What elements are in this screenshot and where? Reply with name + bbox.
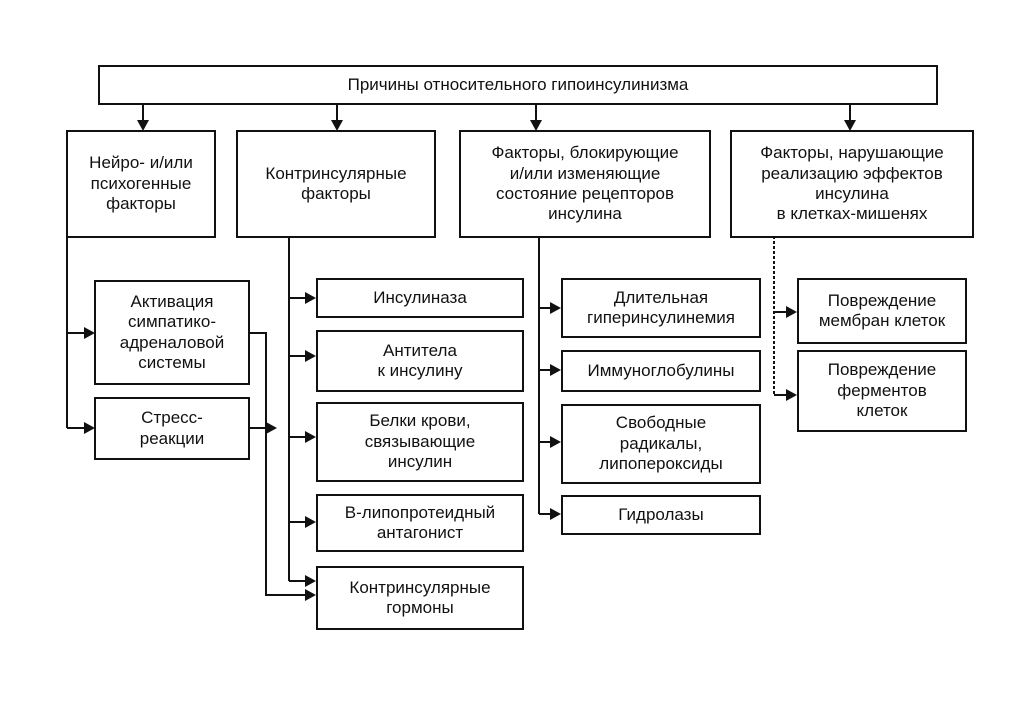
contra-item-lipoprotein-antagonist: В-липопротеидный антагонист <box>316 494 524 552</box>
category-label: Нейро- и/или психогенные факторы <box>89 153 193 214</box>
receptor-item-free-radicals: Свободные радикалы, липопероксиды <box>561 404 761 484</box>
root-cause-box: Причины относительного гипоинсулинизма <box>98 65 938 105</box>
category-label: Факторы, нарушающие реализацию эффектов … <box>760 143 944 224</box>
item-label: Свободные радикалы, липопероксиды <box>599 413 723 474</box>
item-label: Повреждение ферментов клеток <box>827 360 937 421</box>
contra-item-blood-proteins: Белки крови, связывающие инсулин <box>316 402 524 482</box>
category-label: Контринсулярные факторы <box>265 163 407 203</box>
item-label: Инсулиназа <box>373 287 467 307</box>
category-contrinsular: Контринсулярные факторы <box>236 130 436 238</box>
neuro-item-stress: Стресс- реакции <box>94 397 250 460</box>
category-receptor-blocking: Факторы, блокирующие и/или изменяющие со… <box>459 130 711 238</box>
receptor-item-hydrolases: Гидролазы <box>561 495 761 535</box>
item-label: Белки крови, связывающие инсулин <box>364 411 476 472</box>
item-label: Повреждение мембран клеток <box>818 290 946 330</box>
contra-item-insulinase: Инсулиназа <box>316 278 524 318</box>
category-neuro-psychogenic: Нейро- и/или психогенные факторы <box>66 130 216 238</box>
target-item-enzyme-damage: Повреждение ферментов клеток <box>797 350 967 432</box>
item-label: В-липопротеидный антагонист <box>344 502 496 542</box>
target-item-membrane-damage: Повреждение мембран клеток <box>797 278 967 344</box>
item-label: Гидролазы <box>618 504 704 524</box>
receptor-item-immunoglobulins: Иммуноглобулины <box>561 350 761 392</box>
item-label: Стресс- реакции <box>139 408 205 448</box>
contra-item-antibodies: Антитела к инсулину <box>316 330 524 392</box>
item-label: Иммуноглобулины <box>587 360 735 380</box>
category-target-cells: Факторы, нарушающие реализацию эффектов … <box>730 130 974 238</box>
receptor-item-hyperinsulinemia: Длительная гиперинсулинемия <box>561 278 761 338</box>
neuro-item-sympathoadrenal: Активация симпатико- адреналовой системы <box>94 280 250 385</box>
item-label: Контринсулярные гормоны <box>349 577 491 617</box>
item-label: Активация симпатико- адреналовой системы <box>119 291 225 372</box>
contra-item-hormones: Контринсулярные гормоны <box>316 566 524 630</box>
category-label: Факторы, блокирующие и/или изменяющие со… <box>491 143 679 224</box>
item-label: Антитела к инсулину <box>377 340 463 380</box>
item-label: Длительная гиперинсулинемия <box>587 287 735 327</box>
root-cause-label: Причины относительного гипоинсулинизма <box>347 74 689 94</box>
